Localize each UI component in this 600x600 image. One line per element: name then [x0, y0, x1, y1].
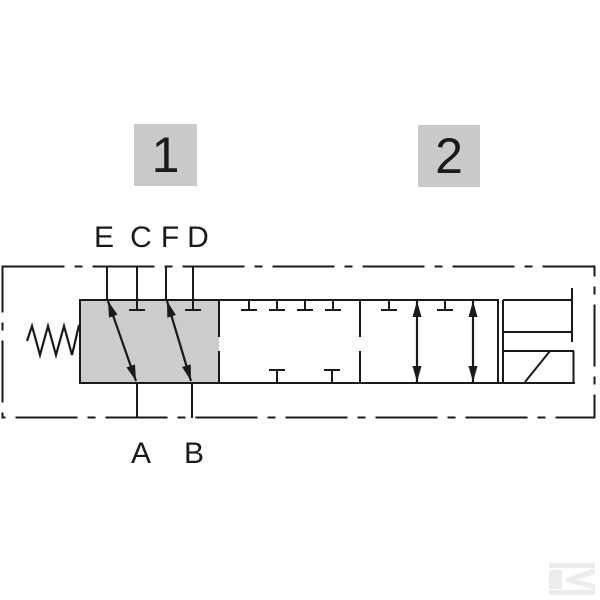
- position-1-symbols: [106, 300, 201, 382]
- bottom-port-labels: A B: [131, 437, 204, 470]
- port-label-d: D: [187, 221, 209, 254]
- through-flow-arrow-1-head-bottom: [412, 366, 422, 382]
- port-label-c: C: [130, 221, 152, 254]
- flow-arrow-e-a-head-top: [108, 301, 118, 318]
- valve-body-outline: [79, 299, 499, 384]
- position-2-label: 2: [435, 128, 463, 184]
- subplate-enclosure-border: [1, 265, 596, 419]
- through-flow-arrow-2-head-top: [468, 301, 478, 317]
- label-box-2: [418, 125, 480, 187]
- watermark-bottom-bar: [549, 590, 595, 595]
- return-spring-icon: [25, 321, 81, 360]
- top-port-lines: [106, 266, 194, 300]
- port-label-e: E: [94, 221, 114, 254]
- port-label-b: B: [184, 437, 204, 470]
- label-box-1: [134, 124, 197, 186]
- port-label-a: A: [131, 437, 151, 470]
- watermark-stem: [549, 570, 562, 589]
- through-flow-arrow-2-head-bottom: [468, 366, 478, 382]
- valve-body: [79, 299, 499, 384]
- watermark-lower-arm: [564, 579, 595, 590]
- solenoid-diagonal-stroke: [524, 350, 551, 383]
- position-1-label: 1: [152, 127, 180, 183]
- position-label-boxes: 1 2: [134, 124, 480, 187]
- watermark-top-bar: [549, 563, 595, 568]
- bottom-port-lines: [136, 383, 193, 418]
- through-flow-arrow-1-head-top: [412, 301, 422, 317]
- top-port-labels: E C F D: [94, 221, 209, 254]
- position-3-symbols: [381, 300, 478, 382]
- port-label-f: F: [161, 221, 179, 254]
- flow-arrow-e-a-head-bottom: [126, 364, 136, 381]
- pilot-actuator: [498, 288, 575, 384]
- flow-arrow-f-b-head-bottom: [182, 364, 191, 381]
- watermark-upper-arm: [564, 568, 595, 581]
- flow-arrow-f-b-head-top: [167, 301, 176, 318]
- kramp-k-watermark-icon: [549, 563, 595, 595]
- position-2-symbols: [241, 300, 341, 383]
- position-1-shaded-box: [80, 300, 219, 383]
